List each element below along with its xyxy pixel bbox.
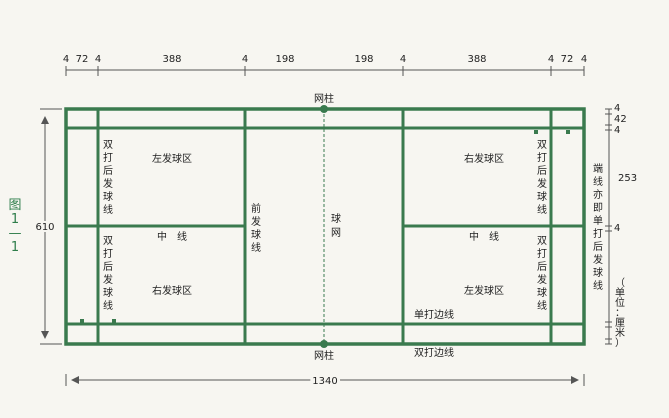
dim-label: 4 xyxy=(614,223,620,234)
right-service-court-label: 右发球区 xyxy=(464,152,504,165)
top-dimension-labels: 4 72 4 388 4 198 198 4 388 4 72 4 xyxy=(63,54,587,65)
left-service-court-label: 左发球区 xyxy=(464,284,504,297)
net-post-top-label: 网柱 xyxy=(314,92,334,105)
unit-label: （单位：厘米） xyxy=(615,277,625,349)
dim-label: 42 xyxy=(614,114,627,125)
dim-label: 72 xyxy=(561,54,574,65)
front-service-line-label: 前发球线 xyxy=(251,202,261,254)
dim-label: 253 xyxy=(618,173,637,184)
court-markers xyxy=(80,130,570,323)
left-dimension-label: 610 xyxy=(35,222,54,233)
bottom-dimension-line xyxy=(65,374,585,386)
net-post-bottom xyxy=(320,340,328,348)
doubles-side-line-label: 双打边线 xyxy=(414,346,454,359)
doubles-back-service-line-label: 双打后发球线 xyxy=(537,235,547,312)
bottom-dimension-label: 1340 xyxy=(312,376,337,387)
singles-side-line-label: 单打边线 xyxy=(414,308,454,321)
dim-label: 4 xyxy=(581,54,587,65)
court-marker xyxy=(566,130,570,134)
dim-label: 4 xyxy=(614,125,620,136)
dim-label: 198 xyxy=(275,54,294,65)
right-service-court-label: 右发球区 xyxy=(152,284,192,297)
doubles-back-service-line-label: 双打后发球线 xyxy=(537,139,547,216)
dim-label: 388 xyxy=(162,54,181,65)
dim-label: 388 xyxy=(467,54,486,65)
dim-label: 4 xyxy=(63,54,69,65)
right-dimension-line xyxy=(605,108,612,345)
court-marker xyxy=(534,130,538,134)
court-marker xyxy=(80,319,84,323)
court xyxy=(64,107,586,346)
dim-label: 198 xyxy=(354,54,373,65)
center-line-label: 中 线 xyxy=(469,230,499,243)
court-marker xyxy=(112,319,116,323)
left-dimension-line xyxy=(40,108,62,345)
net-post-top xyxy=(320,105,328,113)
dim-label: 4 xyxy=(242,54,248,65)
figure-label: 图 1 — 1 xyxy=(8,198,22,255)
net-post-bottom-label: 网柱 xyxy=(314,349,334,362)
net-label: 球网 xyxy=(331,212,341,239)
top-dimension-line xyxy=(65,66,585,76)
dim-label: 4 xyxy=(400,54,406,65)
center-line-label: 中 线 xyxy=(157,230,187,243)
doubles-back-service-line-label: 双打后发球线 xyxy=(103,139,113,216)
dim-label: 4 xyxy=(614,103,620,114)
left-service-court-label: 左发球区 xyxy=(152,152,192,165)
dim-label: 4 xyxy=(95,54,101,65)
dim-label: 72 xyxy=(76,54,89,65)
right-dimension-labels: 4 42 4 253 4 xyxy=(614,103,637,234)
doubles-back-service-line-label: 双打后发球线 xyxy=(103,235,113,312)
dim-label: 4 xyxy=(548,54,554,65)
end-line-label: 端线亦即单打后发球线 xyxy=(593,162,603,292)
